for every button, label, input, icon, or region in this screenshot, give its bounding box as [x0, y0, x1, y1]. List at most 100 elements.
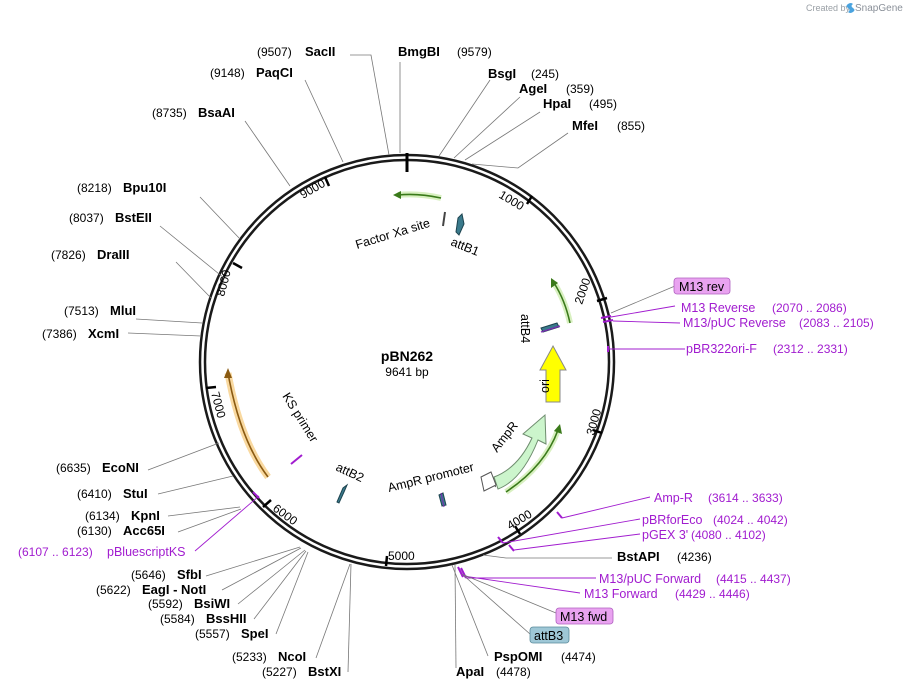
primer-leader-lines	[194, 305, 685, 594]
primer-m13-puc-forward-pos: (4415 .. 4437)	[716, 572, 791, 586]
enzyme-hpai-name: HpaI	[543, 96, 571, 111]
enzyme-sfbi-name: SfbI	[177, 567, 202, 582]
enzyme-bpu10i-name: Bpu10I	[123, 180, 166, 195]
enzyme-bsiwi-name: BsiWI	[194, 596, 230, 611]
green-arrow-lower-head	[554, 424, 562, 434]
enzyme-bsshii-name: BssHII	[206, 611, 246, 626]
enzyme-apai-name: ApaI	[456, 664, 484, 679]
factor-xa-site-label: Factor Xa site	[354, 216, 432, 252]
primer-pgex3-name: pGEX 3'	[642, 528, 688, 542]
enzyme-leader-lines	[127, 54, 612, 673]
snapgene-logo-icon	[846, 3, 855, 13]
enzyme-bsgi-name: BsgI	[488, 66, 516, 81]
enzyme-stui-pos: (6410)	[77, 487, 112, 501]
enzyme-kpni-pos: (6134)	[85, 509, 120, 523]
ampr-arrow	[493, 413, 547, 490]
m13-fwd-label: M13 fwd	[560, 610, 607, 624]
tick-5000	[384, 555, 389, 567]
attb2-label: attB2	[334, 460, 366, 485]
enzyme-spei-pos: (5557)	[195, 627, 230, 641]
enzyme-apai-pos: (4478)	[496, 665, 531, 679]
enzyme-draiii-name: DraIII	[97, 247, 130, 262]
primer-amp-r-pos: (3614 .. 3633)	[708, 491, 783, 505]
enzyme-pspomi-name: PspOMI	[494, 649, 542, 664]
credit-prefix: Created by	[806, 3, 851, 13]
scale-ticks	[205, 176, 608, 567]
enzyme-mlui-name: MluI	[110, 303, 136, 318]
primer-pbrforeco-name: pBRforEco	[642, 513, 702, 527]
attb3-box	[529, 626, 570, 644]
enzyme-eagi-noti-name: EagI - NotI	[142, 582, 206, 597]
enzyme-agei-pos: (359)	[566, 82, 594, 96]
enzyme-sacii-name: SacII	[305, 44, 335, 59]
primer-pbluescriptks-name: pBluescriptKS	[107, 545, 186, 559]
enzyme-bsaai-name: BsaAI	[198, 105, 235, 120]
enzyme-stui-name: StuI	[123, 486, 148, 501]
enzyme-acc65i-name: Acc65I	[123, 523, 165, 538]
boxed-labels: M13 rev M13 fwd attB3	[529, 277, 731, 644]
primer-m13-forward-name: M13 Forward	[584, 587, 658, 601]
enzyme-pspomi-pos: (4474)	[561, 650, 596, 664]
ks-primer-mark	[290, 454, 303, 465]
enzyme-hpai-pos: (495)	[589, 97, 617, 111]
plasmid-length: 9641 bp	[385, 365, 429, 379]
enzyme-labels: (9507) SacII BmgBI (9579) BsgI (245) Age…	[42, 44, 712, 679]
m13-rev-label: M13 rev	[679, 280, 725, 294]
enzyme-bpu10i-pos: (8218)	[77, 181, 112, 195]
m13-fwd-box	[555, 607, 614, 625]
ampr-dotted	[490, 475, 497, 489]
enzyme-bsshii-pos: (5584)	[160, 612, 195, 626]
enzyme-bsiwi-pos: (5592)	[148, 597, 183, 611]
attb1-marker	[455, 212, 465, 236]
primer-pbr322ori-f-pos: (2312 .. 2331)	[773, 342, 848, 356]
enzyme-mlui-pos: (7513)	[64, 304, 99, 318]
enzyme-bmgbi-pos: (9579)	[457, 45, 492, 59]
green-arrow-right-upper-line	[553, 282, 571, 324]
enzyme-bstapi-pos: (4236)	[677, 550, 712, 564]
ori-label: ori	[538, 379, 552, 393]
enzyme-agei-name: AgeI	[519, 81, 547, 96]
tick-9000	[323, 176, 331, 187]
green-arrow-right-upper-head	[551, 278, 558, 288]
enzyme-econi-name: EcoNI	[102, 460, 139, 475]
tick-4000	[513, 525, 522, 535]
primer-m13-puc-reverse-name: M13/pUC Reverse	[683, 316, 786, 330]
enzyme-draiii-pos: (7826)	[51, 248, 86, 262]
primer-m13-reverse-pos: (2070 .. 2086)	[772, 301, 847, 315]
enzyme-sfbi-pos: (5646)	[131, 568, 166, 582]
primer-amp-r-name: Amp-R	[654, 491, 693, 505]
ampr-label: AmpR	[488, 419, 520, 455]
primer-m13-forward-pos: (4429 .. 4446)	[675, 587, 750, 601]
primer-m13-reverse-name: M13 Reverse	[681, 301, 755, 315]
factor-xa-site-mark	[442, 211, 446, 227]
tick-label-8000: 8000	[213, 268, 234, 298]
enzyme-acc65i-pos: (6130)	[77, 524, 112, 538]
m13-rev-box	[673, 277, 731, 295]
enzyme-bstapi-name: BstAPI	[617, 549, 660, 564]
plasmid-name: pBN262	[381, 348, 433, 364]
enzyme-ncoi-name: NcoI	[278, 649, 306, 664]
ori-arrow	[539, 344, 567, 403]
bottom-att-marker	[438, 492, 447, 508]
tick-label-5000: 5000	[388, 549, 415, 563]
ks-primer-label: KS primer	[279, 390, 320, 445]
orange-arrow-head	[224, 368, 232, 378]
tick-label-7000: 7000	[208, 390, 229, 420]
enzyme-spei-name: SpeI	[241, 626, 268, 641]
enzyme-econi-pos: (6635)	[56, 461, 91, 475]
enzyme-bmgbi-name: BmgBI	[398, 44, 440, 59]
green-arrow-top-line	[397, 193, 442, 199]
enzyme-bsteii-name: BstEII	[115, 210, 152, 225]
enzyme-sacii-pos: (9507)	[257, 45, 292, 59]
ampr-promoter-arrow	[480, 471, 497, 492]
primer-pgex3-pos: (4080 .. 4102)	[691, 528, 766, 542]
attb2-marker	[336, 483, 349, 504]
enzyme-kpni-name: KpnI	[131, 508, 160, 523]
enzyme-eagi-noti-pos: (5622)	[96, 583, 131, 597]
enzyme-bsteii-pos: (8037)	[69, 211, 104, 225]
enzyme-bsgi-pos: (245)	[531, 67, 559, 81]
tick-8000	[232, 261, 243, 270]
tick-1000	[525, 195, 534, 205]
enzyme-paqci-name: PaqCI	[256, 65, 293, 80]
tick-label-2000: 2000	[572, 276, 594, 306]
